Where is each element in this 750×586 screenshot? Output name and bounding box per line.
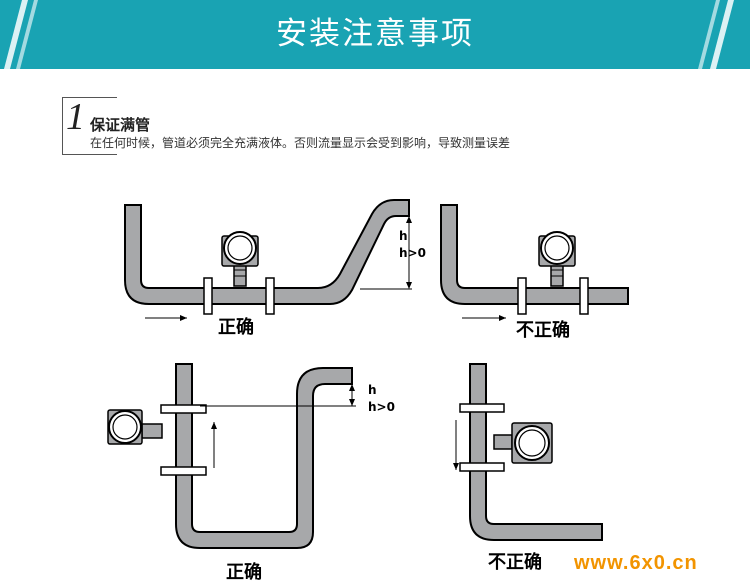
diagram-top-left: h h>0 正确 xyxy=(124,199,426,338)
flowmeter xyxy=(221,231,259,287)
h-condition-label: h>0 xyxy=(399,246,426,260)
caption-incorrect: 不正确 xyxy=(516,319,570,341)
caption-incorrect: 不正确 xyxy=(488,551,542,573)
section-title: 保证满管 xyxy=(90,116,151,134)
caption-correct: 正确 xyxy=(226,561,262,583)
page-title: 安装注意事项 xyxy=(276,16,474,52)
diagram-bottom-right: 不正确 xyxy=(453,363,603,573)
watermark-text: www.6x0.cn xyxy=(574,552,698,574)
pipe xyxy=(175,363,353,549)
h-label: h xyxy=(368,383,377,397)
diagram-bottom-left: h h>0 正确 xyxy=(107,363,395,583)
pipe xyxy=(440,204,629,305)
step-number: 1 xyxy=(66,96,85,138)
banner-stripes xyxy=(4,0,734,69)
section-description: 在任何时候，管道必须完全充满液体。否则流量显示会受到影响，导致测量误差 xyxy=(90,136,511,150)
h-condition-label: h>0 xyxy=(368,400,395,414)
step-number-box xyxy=(62,97,117,155)
h-label: h xyxy=(399,229,408,243)
pipe xyxy=(469,363,603,541)
header-banner: 安装注意事项 xyxy=(0,0,750,69)
flowmeter xyxy=(107,409,163,445)
caption-correct: 正确 xyxy=(218,316,254,338)
flowmeter xyxy=(538,231,576,287)
diagram-top-right: 不正确 xyxy=(440,204,629,341)
